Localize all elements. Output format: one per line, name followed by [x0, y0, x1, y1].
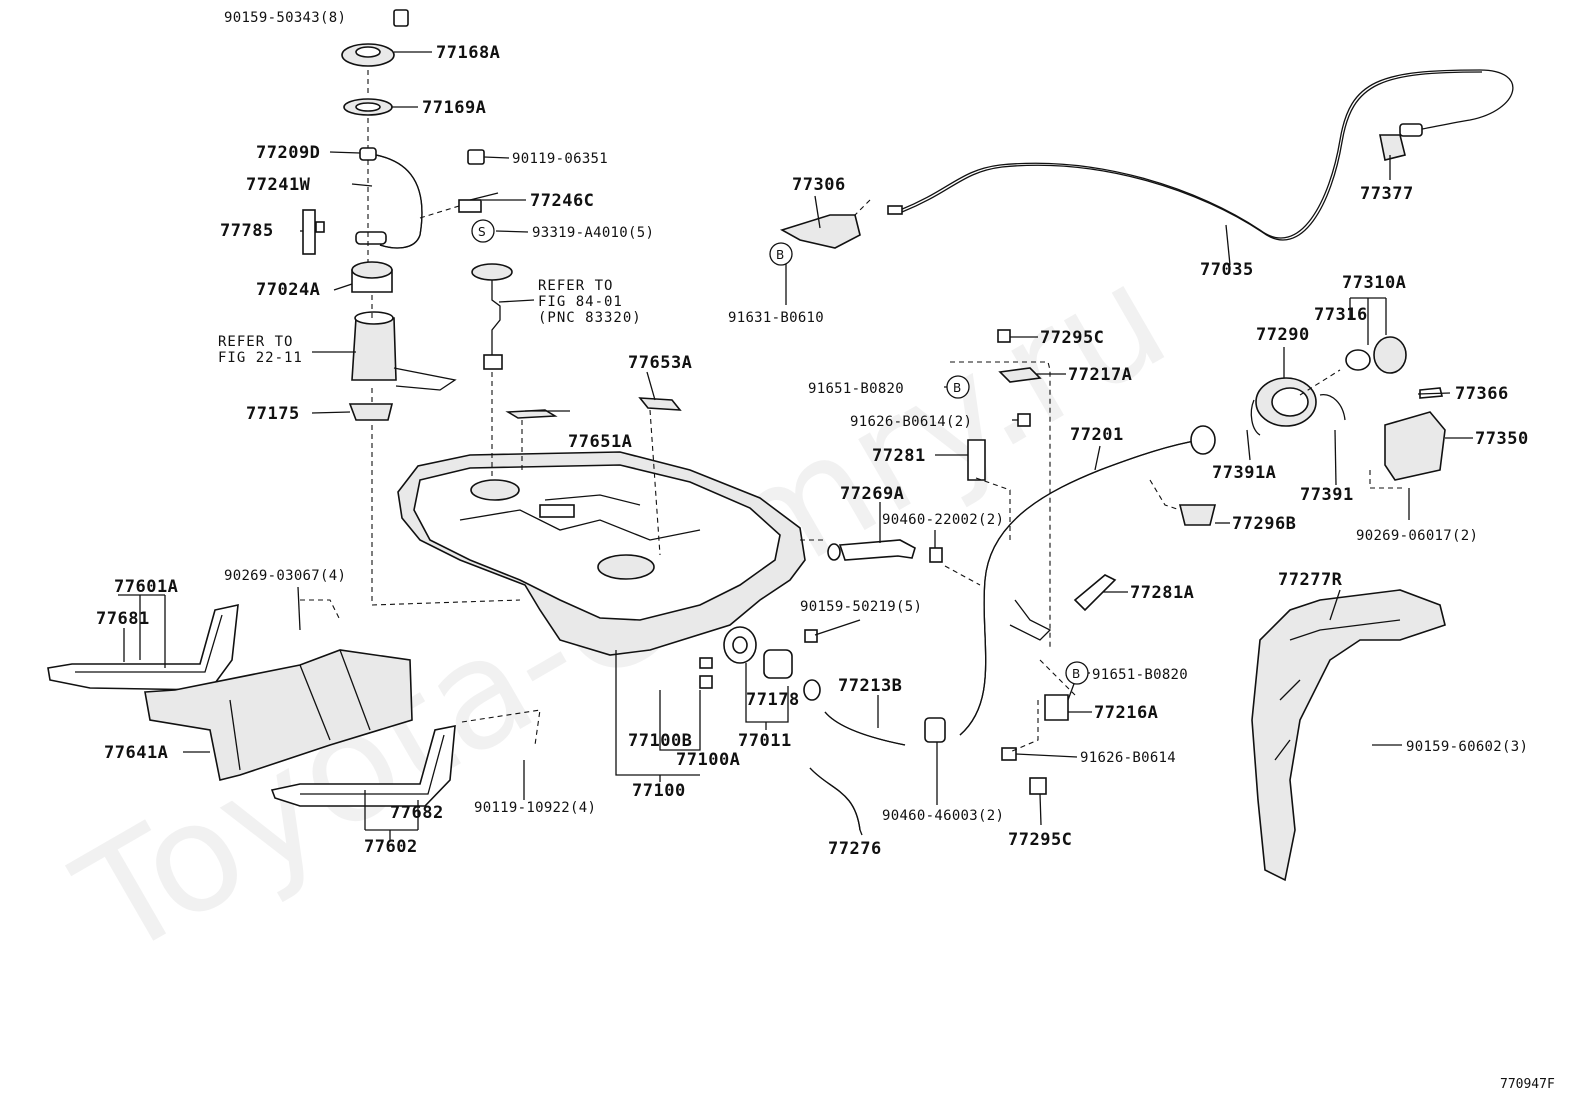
label-77169a: 77169A	[422, 98, 486, 118]
label-91626-b0614: 91626-B0614	[1080, 750, 1176, 766]
svg-text:B: B	[1072, 667, 1080, 681]
fuel-cap-drawing	[1250, 336, 1446, 481]
fuel-pump-stack-drawing	[302, 9, 457, 421]
filler-pipe-77201-drawing	[959, 425, 1216, 736]
label-77281: 77281	[872, 446, 926, 466]
fuel-tank-drawing	[397, 451, 806, 656]
label-77651a: 77651A	[568, 432, 632, 452]
label-77377: 77377	[1360, 184, 1414, 204]
label-77281a: 77281A	[1130, 583, 1194, 603]
label-77011: 77011	[738, 731, 792, 751]
dashed-connections	[300, 70, 1402, 753]
tank-protector-ribs	[229, 649, 371, 771]
label-77306: 77306	[792, 175, 846, 195]
label-77296b: 77296B	[1232, 514, 1296, 534]
label-77601a: 77601A	[114, 577, 178, 597]
label-90119-10922: 90119-10922(4)	[474, 800, 596, 816]
label-77024a: 77024A	[256, 280, 320, 300]
label-77175: 77175	[246, 404, 300, 424]
label-77178: 77178	[746, 690, 800, 710]
label-77277r: 77277R	[1278, 570, 1343, 590]
label-77295c-bottom: 77295C	[1008, 830, 1072, 850]
label-77100: 77100	[632, 781, 686, 801]
hoses-center-drawing	[699, 539, 946, 831]
label-refer-to-fig-84-line2: FIG 84-01	[538, 294, 623, 310]
label-77641a: 77641A	[104, 743, 168, 763]
fuel-sender-drawing	[458, 149, 513, 370]
label-91651-b0820-bottom: 91651-B0820	[1092, 667, 1188, 683]
label-77168a: 77168A	[436, 43, 500, 63]
tank-protector-77641a-drawing	[144, 649, 413, 781]
figure-code: 770947F	[1500, 1077, 1555, 1092]
label-90119-06351: 90119-06351	[512, 151, 608, 167]
label-77785: 77785	[220, 221, 274, 241]
label-77295c-top: 77295C	[1040, 328, 1104, 348]
label-77310a: 77310A	[1342, 273, 1406, 293]
label-77366: 77366	[1455, 384, 1509, 404]
label-90159-50219: 90159-50219(5)	[800, 599, 922, 615]
label-90269-06017: 90269-06017(2)	[1356, 528, 1478, 544]
label-77276: 77276	[828, 839, 882, 859]
fender-liner-77277r-drawing	[1251, 589, 1446, 882]
label-refer-to-fig-22-line1: REFER TO	[218, 334, 293, 350]
label-77391: 77391	[1300, 485, 1354, 505]
label-77681: 77681	[96, 609, 150, 629]
label-91651-b0820-top: 91651-B0820	[808, 381, 904, 397]
label-90159-60602: 90159-60602(3)	[1406, 739, 1528, 755]
fender-liner-ribs	[1274, 619, 1401, 761]
brackets-drawing	[967, 329, 1217, 795]
label-77241w: 77241W	[246, 175, 311, 195]
label-refer-to-fig-22-line2: FIG 22-11	[218, 350, 303, 366]
label-90269-03067: 90269-03067(4)	[224, 568, 346, 584]
label-77653a: 77653A	[628, 353, 692, 373]
label-77350: 77350	[1475, 429, 1529, 449]
label-refer-to-fig-84-line3: (PNC 83320)	[538, 310, 642, 326]
label-77602: 77602	[364, 837, 418, 857]
label-77100b: 77100B	[628, 731, 692, 751]
fuel-lid-cable-drawing	[779, 69, 1514, 249]
label-77213b: 77213B	[838, 676, 902, 696]
callout-b-cable: B	[769, 242, 793, 266]
tank-bands-drawing	[47, 603, 456, 807]
label-91626-b0614-2: 91626-B0614(2)	[850, 414, 972, 430]
label-77217a: 77217A	[1068, 365, 1132, 385]
label-90460-46003: 90460-46003(2)	[882, 808, 1004, 824]
label-77201: 77201	[1070, 425, 1124, 445]
svg-text:S: S	[478, 225, 486, 239]
label-77391a: 77391A	[1212, 463, 1276, 483]
label-77035: 77035	[1200, 260, 1254, 280]
label-77216a: 77216A	[1094, 703, 1158, 723]
callout-b-bottom: B	[1065, 661, 1089, 685]
label-77316: 77316	[1314, 305, 1368, 325]
label-90159-50343: 90159-50343(8)	[224, 10, 346, 26]
label-77290: 77290	[1256, 325, 1310, 345]
leader-lines	[118, 51, 1473, 840]
plate-77653a-drawing	[638, 397, 682, 411]
label-91631-b0610: 91631-B0610	[728, 310, 824, 326]
callout-s: S	[471, 219, 495, 243]
svg-text:B: B	[953, 381, 961, 395]
label-77246c: 77246C	[530, 191, 594, 211]
label-refer-to-fig-84-line1: REFER TO	[538, 278, 613, 294]
label-77269a: 77269A	[840, 484, 904, 504]
label-93319-a4010: 93319-A4010(5)	[532, 225, 654, 241]
callout-b-top: B	[946, 375, 970, 399]
label-77209d: 77209D	[256, 143, 320, 163]
label-77100a: 77100A	[676, 750, 740, 770]
svg-text:B: B	[776, 248, 784, 262]
label-90460-22002: 90460-22002(2)	[882, 512, 1004, 528]
label-77682: 77682	[390, 803, 444, 823]
